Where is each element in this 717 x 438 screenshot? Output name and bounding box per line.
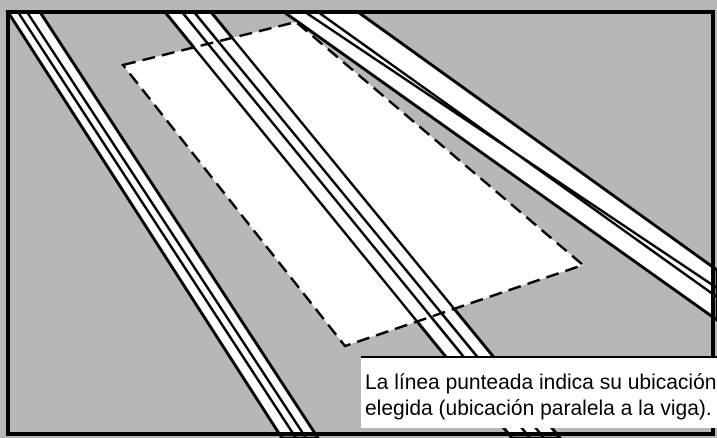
caption-line-1: La línea punteada indica su ubicación <box>365 371 717 394</box>
beam-right <box>279 10 717 322</box>
frame-border <box>6 10 715 436</box>
caption-box: La línea punteada indica su ubicación el… <box>361 356 717 428</box>
caption-line-2: elegida (ubicación paralela a la viga). <box>365 397 712 420</box>
